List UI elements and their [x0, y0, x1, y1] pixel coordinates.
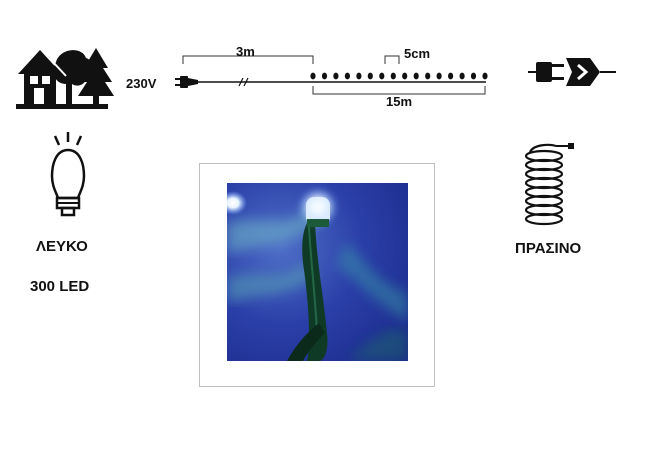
- led-dot: [367, 72, 373, 80]
- led-dot: [425, 72, 431, 80]
- light-color-label: ΛΕΥΚΟ: [36, 238, 88, 255]
- coil-loop: [524, 212, 564, 226]
- coil-lead: [529, 143, 557, 153]
- led-dot: [333, 72, 339, 80]
- led-dot: [459, 72, 465, 80]
- connector-plug-icon: [528, 52, 618, 92]
- house-tree-icon: [13, 44, 114, 110]
- led-dot: [448, 72, 454, 80]
- cable-color-label: ΠΡΑΣΙΝΟ: [515, 240, 582, 257]
- total-length-label: 15m: [386, 94, 413, 109]
- cable-length-diagram: 230V 3m 5cm 15m: [126, 44, 498, 109]
- led-dot: [379, 72, 385, 80]
- spacing-label: 5cm: [404, 46, 431, 61]
- led-dot: [310, 72, 316, 80]
- led-dot: [413, 72, 419, 80]
- coiled-cable-icon: [520, 138, 580, 230]
- lead-length-label: 3m: [236, 44, 255, 59]
- led-bulb-icon: [44, 130, 92, 222]
- led-dot: [402, 72, 408, 80]
- led-dot: [482, 72, 488, 80]
- led-dot: [356, 72, 362, 80]
- voltage-label: 230V: [126, 76, 157, 91]
- led-closeup-photo: [227, 183, 408, 361]
- led-count-label: 300 LED: [30, 278, 90, 295]
- led-dot: [470, 72, 477, 80]
- led-dot: [344, 72, 350, 80]
- led-dot: [321, 72, 328, 80]
- led-dot: [390, 72, 396, 80]
- led-dot: [436, 72, 442, 80]
